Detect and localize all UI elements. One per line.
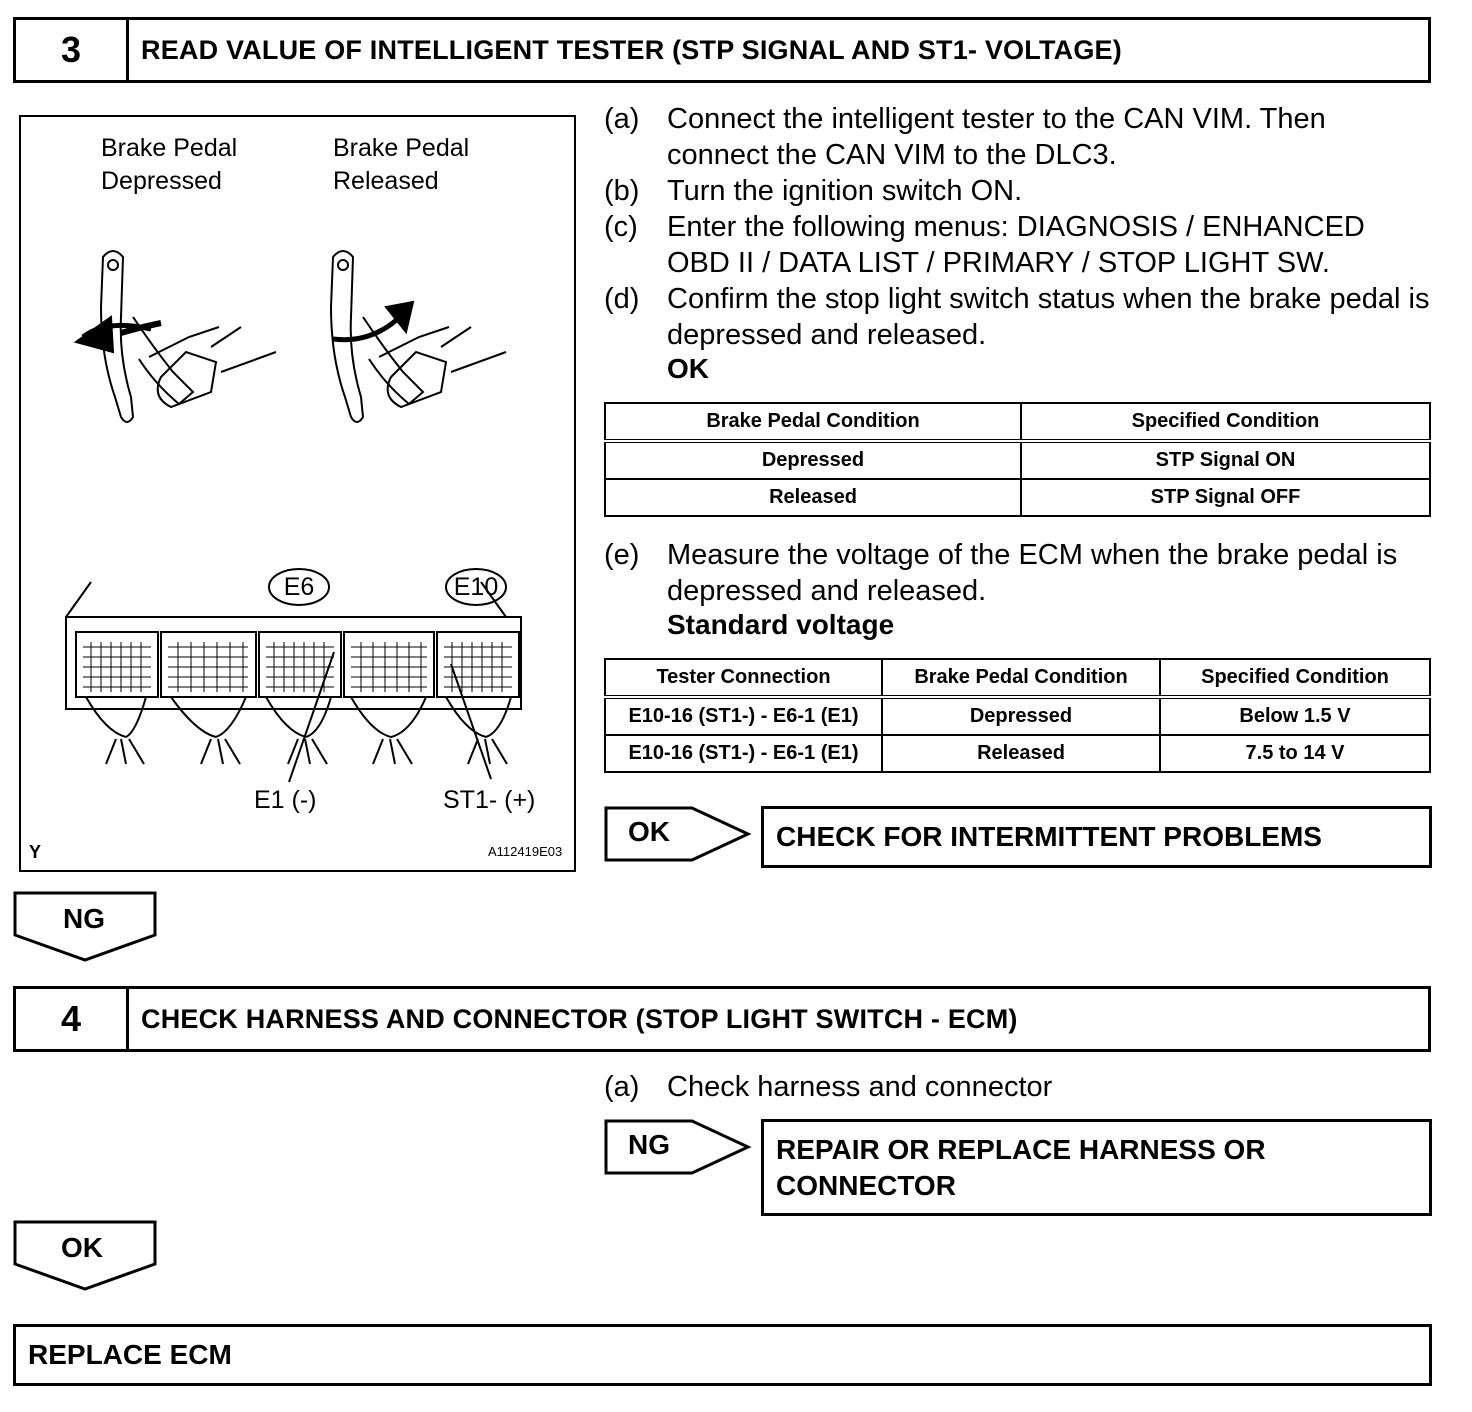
instruction-d: (d) Confirm the stop light switch status…: [604, 281, 1434, 353]
branch-tag-label: NG: [63, 903, 105, 934]
result-line: REPAIR OR REPLACE HARNESS OR: [776, 1134, 1266, 1165]
table-header-cell: Specified Condition: [1020, 402, 1431, 443]
down-arrow-tag-icon: [13, 891, 157, 962]
instruction-text: Turn the ignition switch ON.: [667, 175, 1023, 207]
instruction-label: (c): [604, 211, 638, 243]
voltage-table: Tester Connection Brake Pedal Condition …: [604, 658, 1431, 773]
table-row: E10-16 (ST1-) - E6-1 (E1) Released 7.5 t…: [604, 734, 1431, 773]
table-cell: STP Signal OFF: [1020, 478, 1431, 517]
step-number: 3: [16, 20, 129, 80]
table-header-cell: Brake Pedal Condition: [604, 402, 1022, 443]
branch-tag-label: NG: [628, 1129, 670, 1160]
instruction-label: (a): [604, 103, 640, 135]
result-repair-harness: REPAIR OR REPLACE HARNESS OR CONNECTOR: [761, 1119, 1432, 1216]
instruction-label: (a): [604, 1071, 640, 1103]
pedal-released-drawing: [329, 250, 507, 423]
table-cell: Released: [881, 734, 1161, 773]
standard-voltage-heading: Standard voltage: [667, 609, 895, 640]
ng-branch-tag: NG: [604, 1119, 754, 1177]
pedal-depressed-drawing: [73, 250, 277, 423]
terminal-st1-label: ST1- (+): [443, 786, 536, 814]
table-cell: STP Signal ON: [1020, 440, 1431, 480]
step-number: 4: [16, 989, 129, 1049]
connector-e10-label: E10: [453, 573, 499, 601]
instruction-text: Measure the voltage of the ECM when the …: [667, 539, 1398, 607]
table-header-cell: Brake Pedal Condition: [881, 658, 1161, 699]
table-header-cell: Tester Connection: [604, 658, 883, 699]
instruction-label: (e): [604, 539, 640, 571]
stp-signal-table: Brake Pedal Condition Specified Conditio…: [604, 402, 1431, 517]
ecm-connector-drawing: [65, 568, 522, 783]
brake-pedal-and-ecm-drawing: [65, 250, 522, 783]
table-cell: E10-16 (ST1-) - E6-1 (E1): [604, 696, 883, 736]
table-cell: Depressed: [604, 440, 1022, 480]
ng-down-tag: NG: [13, 891, 159, 963]
table-cell: Below 1.5 V: [1159, 696, 1431, 736]
step-3-header: 3 READ VALUE OF INTELLIGENT TESTER (STP …: [13, 17, 1431, 83]
instruction-label: (b): [604, 175, 640, 207]
ok-branch-tag: OK: [604, 806, 754, 864]
table-row: E10-16 (ST1-) - E6-1 (E1) Depressed Belo…: [604, 696, 1431, 736]
instruction-label: (d): [604, 283, 640, 315]
table-cell: Depressed: [881, 696, 1161, 736]
step-4-header: 4 CHECK HARNESS AND CONNECTOR (STOP LIGH…: [13, 986, 1431, 1052]
table-row: Released STP Signal OFF: [604, 478, 1431, 517]
connector-e6-label: E6: [283, 573, 315, 601]
result-check-intermittent: CHECK FOR INTERMITTENT PROBLEMS: [761, 806, 1432, 868]
instruction-text: Check harness and connector: [667, 1071, 1053, 1103]
figure-id: A112419E03: [488, 844, 563, 859]
ok-down-tag: OK: [13, 1220, 159, 1292]
branch-tag-label: OK: [61, 1232, 103, 1263]
result-replace-ecm: REPLACE ECM: [13, 1324, 1432, 1386]
instruction-e: (e) Measure the voltage of the ECM when …: [604, 537, 1434, 609]
table-cell: 7.5 to 14 V: [1159, 734, 1431, 773]
ok-heading: OK: [667, 353, 709, 384]
branch-tag-label: OK: [628, 816, 670, 847]
label-brake-pedal-released: Brake Pedal Released: [333, 134, 470, 195]
right-arrow-tag-icon: [604, 1119, 752, 1175]
instruction-c: (c) Enter the following menus: DIAGNOSIS…: [604, 209, 1434, 281]
result-line: CONNECTOR: [776, 1170, 956, 1201]
illustration-figure: Brake Pedal Depressed Brake Pedal Releas…: [19, 115, 576, 872]
step4-instruction-a: (a) Check harness and connector: [604, 1069, 1434, 1105]
table-row: Depressed STP Signal ON: [604, 440, 1431, 480]
instruction-text: Connect the intelligent tester to the CA…: [667, 103, 1326, 171]
terminal-e1-label: E1 (-): [254, 786, 317, 814]
table-header-cell: Specified Condition: [1159, 658, 1431, 699]
table-header-row: Tester Connection Brake Pedal Condition …: [604, 658, 1431, 699]
table-header-row: Brake Pedal Condition Specified Conditio…: [604, 402, 1431, 443]
step-title: READ VALUE OF INTELLIGENT TESTER (STP SI…: [141, 34, 1122, 65]
step-title: CHECK HARNESS AND CONNECTOR (STOP LIGHT …: [141, 1003, 1018, 1034]
right-arrow-tag-icon: [604, 806, 752, 862]
instruction-text: Enter the following menus: DIAGNOSIS / E…: [667, 211, 1365, 279]
down-arrow-tag-icon: [13, 1220, 157, 1291]
instruction-a: (a) Connect the intelligent tester to th…: [604, 101, 1434, 173]
label-brake-pedal-depressed: Brake Pedal Depressed: [101, 134, 238, 195]
table-cell: E10-16 (ST1-) - E6-1 (E1): [604, 734, 883, 773]
instruction-text: Confirm the stop light switch status whe…: [667, 283, 1430, 351]
table-cell: Released: [604, 478, 1022, 517]
instruction-b: (b) Turn the ignition switch ON.: [604, 173, 1434, 209]
figure-corner-mark: Y: [29, 842, 42, 862]
